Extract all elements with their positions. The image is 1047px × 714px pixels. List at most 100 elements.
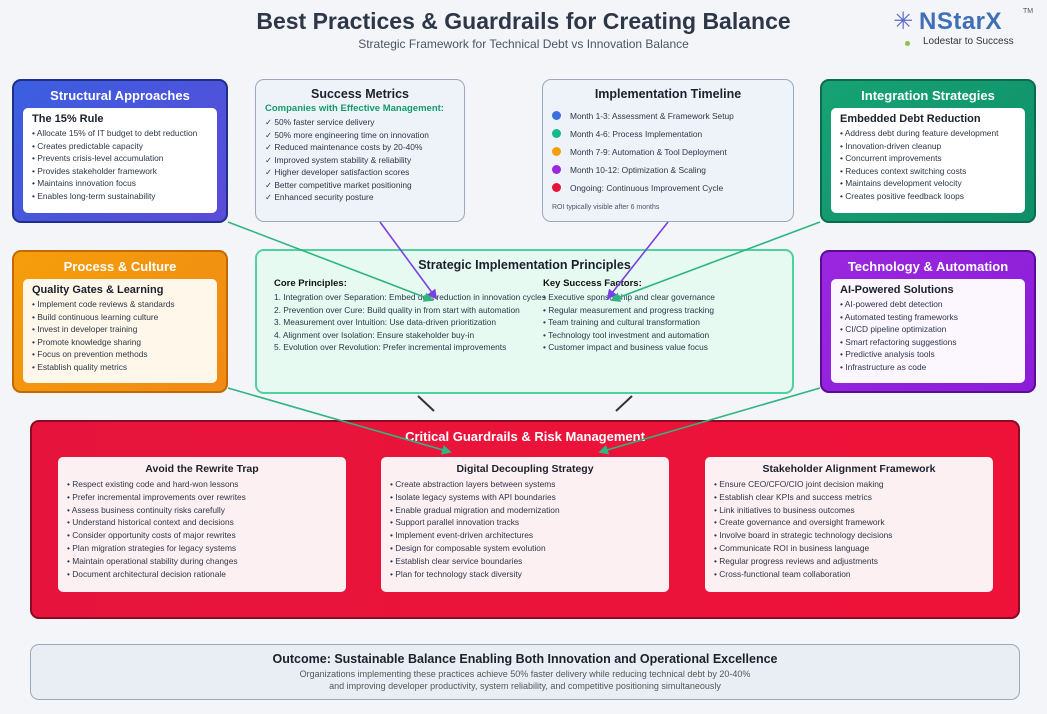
list-item: 2. Prevention over Cure: Build quality i… [274,304,520,315]
list-item: • Support parallel innovation tracks [390,517,520,528]
list-item: • Creates positive feedback loops [840,190,964,201]
list-item: ✓ 50% faster service delivery [265,117,375,127]
list-item: • Ensure CEO/CFO/CIO joint decision maki… [714,479,884,489]
integration-panel: Embedded Debt Reduction • Address debt d… [831,108,1025,213]
timeline-item: Month 4-6: Process Implementation [552,129,702,139]
list-item: • Concurrent improvements [840,153,942,163]
page-title: Best Practices & Guardrails for Creating… [256,8,791,34]
list-item: • Address debt during feature developmen… [840,128,999,138]
list-item: • Reduces context switching costs [840,165,967,176]
list-item: • Maintain operational stability during … [67,555,238,566]
timeline-label: Month 4-6: Process Implementation [570,129,703,139]
card-title: Avoid the Rewrite Trap [145,463,259,475]
core-principles-column: Core Principles: 1. Integration over Sep… [274,278,546,354]
technology-title: Technology & Automation [847,259,1009,274]
list-item: 4. Alignment over Isolation: Ensure stak… [274,329,475,340]
list-item: • Establish clear service boundaries [390,555,523,566]
list-item: • Technology tool investment and automat… [543,329,710,340]
structural-heading: The 15% Rule [32,113,104,125]
list-item: 3. Measurement over Intuition: Use data-… [274,317,497,328]
list-item: • Plan migration strategies for legacy s… [67,542,237,553]
structural-approaches-box: Structural Approaches The 15% Rule • All… [12,79,228,223]
critical-guardrails-box: Critical Guardrails & Risk Management Av… [30,420,1020,619]
list-item: • Prefer incremental improvements over r… [67,491,246,502]
list-item: • Create abstraction layers between syst… [390,479,556,489]
success-factors-heading: Key Success Factors: [543,278,642,289]
strategic-principles-box: Strategic Implementation Principles Core… [255,249,794,394]
list-item: • Understand historical context and deci… [67,517,234,528]
list-item: • Establish quality metrics [32,361,128,372]
star-logo-icon: ✳ [893,8,914,35]
list-item: • Maintains development velocity [840,178,962,188]
outcome-description: Organizations implementing these practic… [31,668,1019,692]
process-panel: Quality Gates & Learning • Implement cod… [23,279,217,383]
list-item: • Design for composable system evolution [390,542,546,553]
outcome-box: Outcome: Sustainable Balance Enabling Bo… [30,644,1020,700]
logo-dot-icon [905,41,910,46]
outcome-line: Organizations implementing these practic… [299,669,751,679]
timeline-title: Implementation Timeline [594,87,742,101]
technology-automation-box: Technology & Automation AI-Powered Solut… [820,250,1036,393]
list-item: • Implement event-driven architectures [390,530,534,541]
digital-decoupling-card: Digital Decoupling Strategy • Create abs… [381,457,669,592]
list-item: 5. Evolution over Revolution: Prefer inc… [274,342,507,353]
process-title: Process & Culture [63,259,177,274]
list-item: • Executive sponsorship and clear govern… [543,292,715,302]
list-item: • Infrastructure as code [840,361,927,372]
timeline-label: Month 7-9: Automation & Tool Deployment [570,147,727,157]
integration-strategies-box: Integration Strategies Embedded Debt Red… [820,79,1036,223]
outcome-title: Outcome: Sustainable Balance Enabling Bo… [272,652,778,666]
list-item: • Plan for technology stack diversity [390,568,522,579]
timeline-note: ROI typically visible after 6 months [552,204,660,211]
metrics-title: Success Metrics [311,87,409,101]
outcome-line: and improving developer productivity, sy… [329,681,721,691]
list-item: • Predictive analysis tools [840,349,935,359]
timeline-item: Month 1-3: Assessment & Framework Setup [552,111,734,121]
list-item: • Link initiatives to business outcomes [714,504,855,515]
list-item: • Maintains innovation focus [32,178,136,188]
list-item: ✓ Better competitive market positioning [265,179,412,190]
logo-trademark: TM [1023,8,1034,15]
list-item: • Implement code reviews & standards [32,299,175,309]
list-item: • Create governance and oversight framew… [714,517,885,528]
list-item: • Enable gradual migration and moderniza… [390,504,560,515]
list-item: • Involve board in strategic technology … [714,530,893,541]
list-item: • Focus on prevention methods [32,349,148,359]
list-item: • Allocate 15% of IT budget to debt redu… [32,128,198,138]
list-item: ✓ Higher developer satisfaction scores [265,167,410,177]
integration-heading: Embedded Debt Reduction [840,113,981,125]
list-item: • Respect existing code and hard-won les… [67,479,239,489]
strategic-title: Strategic Implementation Principles [418,258,631,272]
timeline-item: Month 10-12: Optimization & Scaling [552,165,706,175]
list-item: • Assess business continuity risks caref… [67,504,225,515]
list-item: • Enables long-term sustainability [32,190,156,201]
structural-title: Structural Approaches [50,88,190,103]
success-factors-column: Key Success Factors: • Executive sponsor… [543,278,715,354]
list-item: • Invest in developer training [32,324,138,334]
timeline-label: Month 1-3: Assessment & Framework Setup [570,111,734,121]
list-item: ✓ Improved system stability & reliabilit… [265,154,412,165]
success-metrics-box: Success Metrics Companies with Effective… [255,79,465,222]
list-item: ✓ 50% more engineering time on innovatio… [265,129,429,140]
list-item: • Team training and cultural transformat… [543,317,700,328]
process-heading: Quality Gates & Learning [32,284,164,296]
logo-tagline: Lodestar to Success [923,36,1014,47]
timeline-dot-icon [552,147,561,156]
list-item: • Promote knowledge sharing [32,336,142,347]
list-item: • Smart refactoring suggestions [840,336,957,347]
connector-strategic-right [615,395,633,412]
timeline-item: Month 7-9: Automation & Tool Deployment [552,147,727,157]
list-item: • AI-powered debt detection [840,299,943,309]
connector-strategic-left [417,395,435,412]
list-item: ✓ Enhanced security posture [265,192,374,202]
integration-title: Integration Strategies [861,88,995,103]
list-item: • Innovation-driven cleanup [840,140,942,151]
list-item: • Provides stakeholder framework [32,165,157,176]
list-item: • Automated testing frameworks [840,311,958,322]
process-culture-box: Process & Culture Quality Gates & Learni… [12,250,228,393]
timeline-item: Ongoing: Continuous Improvement Cycle [552,183,723,193]
page-subtitle: Strategic Framework for Technical Debt v… [358,37,689,51]
list-item: • Isolate legacy systems with API bounda… [390,491,556,502]
card-title: Stakeholder Alignment Framework [762,463,936,475]
timeline-dot-icon [552,165,561,174]
